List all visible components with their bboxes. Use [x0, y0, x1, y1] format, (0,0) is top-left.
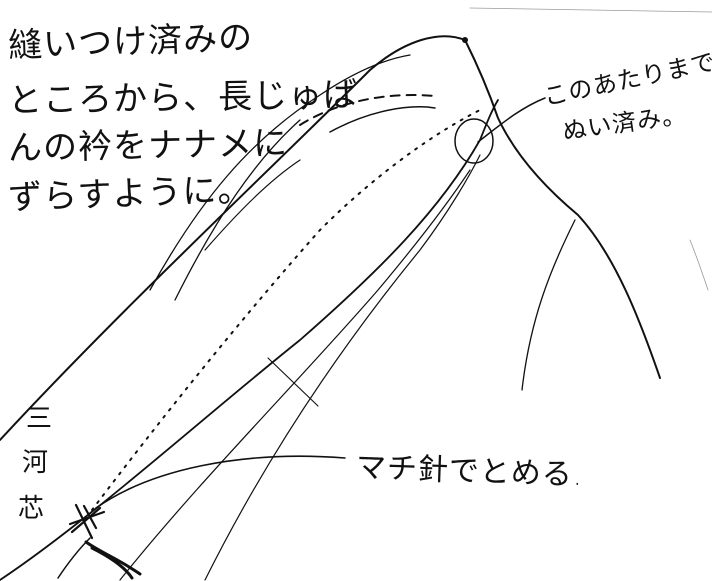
- bottom-edge-line: [57, 537, 91, 579]
- top-border-line: [469, 7, 712, 13]
- sewn-note-leader: [477, 97, 546, 143]
- instruction-line-2: ところから、長じゅば: [7, 74, 359, 122]
- collar-fold-line: [0, 99, 499, 581]
- pin-star-icon: [68, 503, 106, 540]
- mikawa-label-char-1: 三: [26, 404, 54, 434]
- instruction-line-1: 縫いつけ済みの: [7, 17, 254, 67]
- right-body-curve: [521, 219, 576, 391]
- dotted-seam-line: [91, 109, 481, 511]
- dashed-collar-curve: [299, 94, 436, 126]
- upper-collar-curve: [329, 106, 436, 133]
- inner-collar-curve-2: [174, 119, 301, 301]
- lower-collar-line-2: [204, 154, 481, 581]
- right-faint-stroke: [689, 239, 709, 291]
- garment-top-curve: [464, 39, 661, 379]
- lower-collar-line-1: [119, 169, 471, 581]
- mikawa-label-char-2: 河: [22, 448, 50, 478]
- pin-leader-line: [95, 455, 346, 509]
- pin-note: マチ針でとめる.: [355, 450, 584, 493]
- collar-peak-dot: [462, 37, 468, 43]
- mikawa-label-char-3: 芯: [18, 494, 46, 524]
- sewn-point-circle: [454, 118, 494, 164]
- tick-mark: [267, 357, 319, 407]
- instruction-line-4: ずらすように。: [7, 169, 254, 219]
- garment-left-edge: [0, 35, 466, 441]
- bottom-scribble: [84, 540, 142, 580]
- inner-collar-curve-1: [149, 54, 411, 291]
- inner-collar-curve-3: [204, 159, 301, 251]
